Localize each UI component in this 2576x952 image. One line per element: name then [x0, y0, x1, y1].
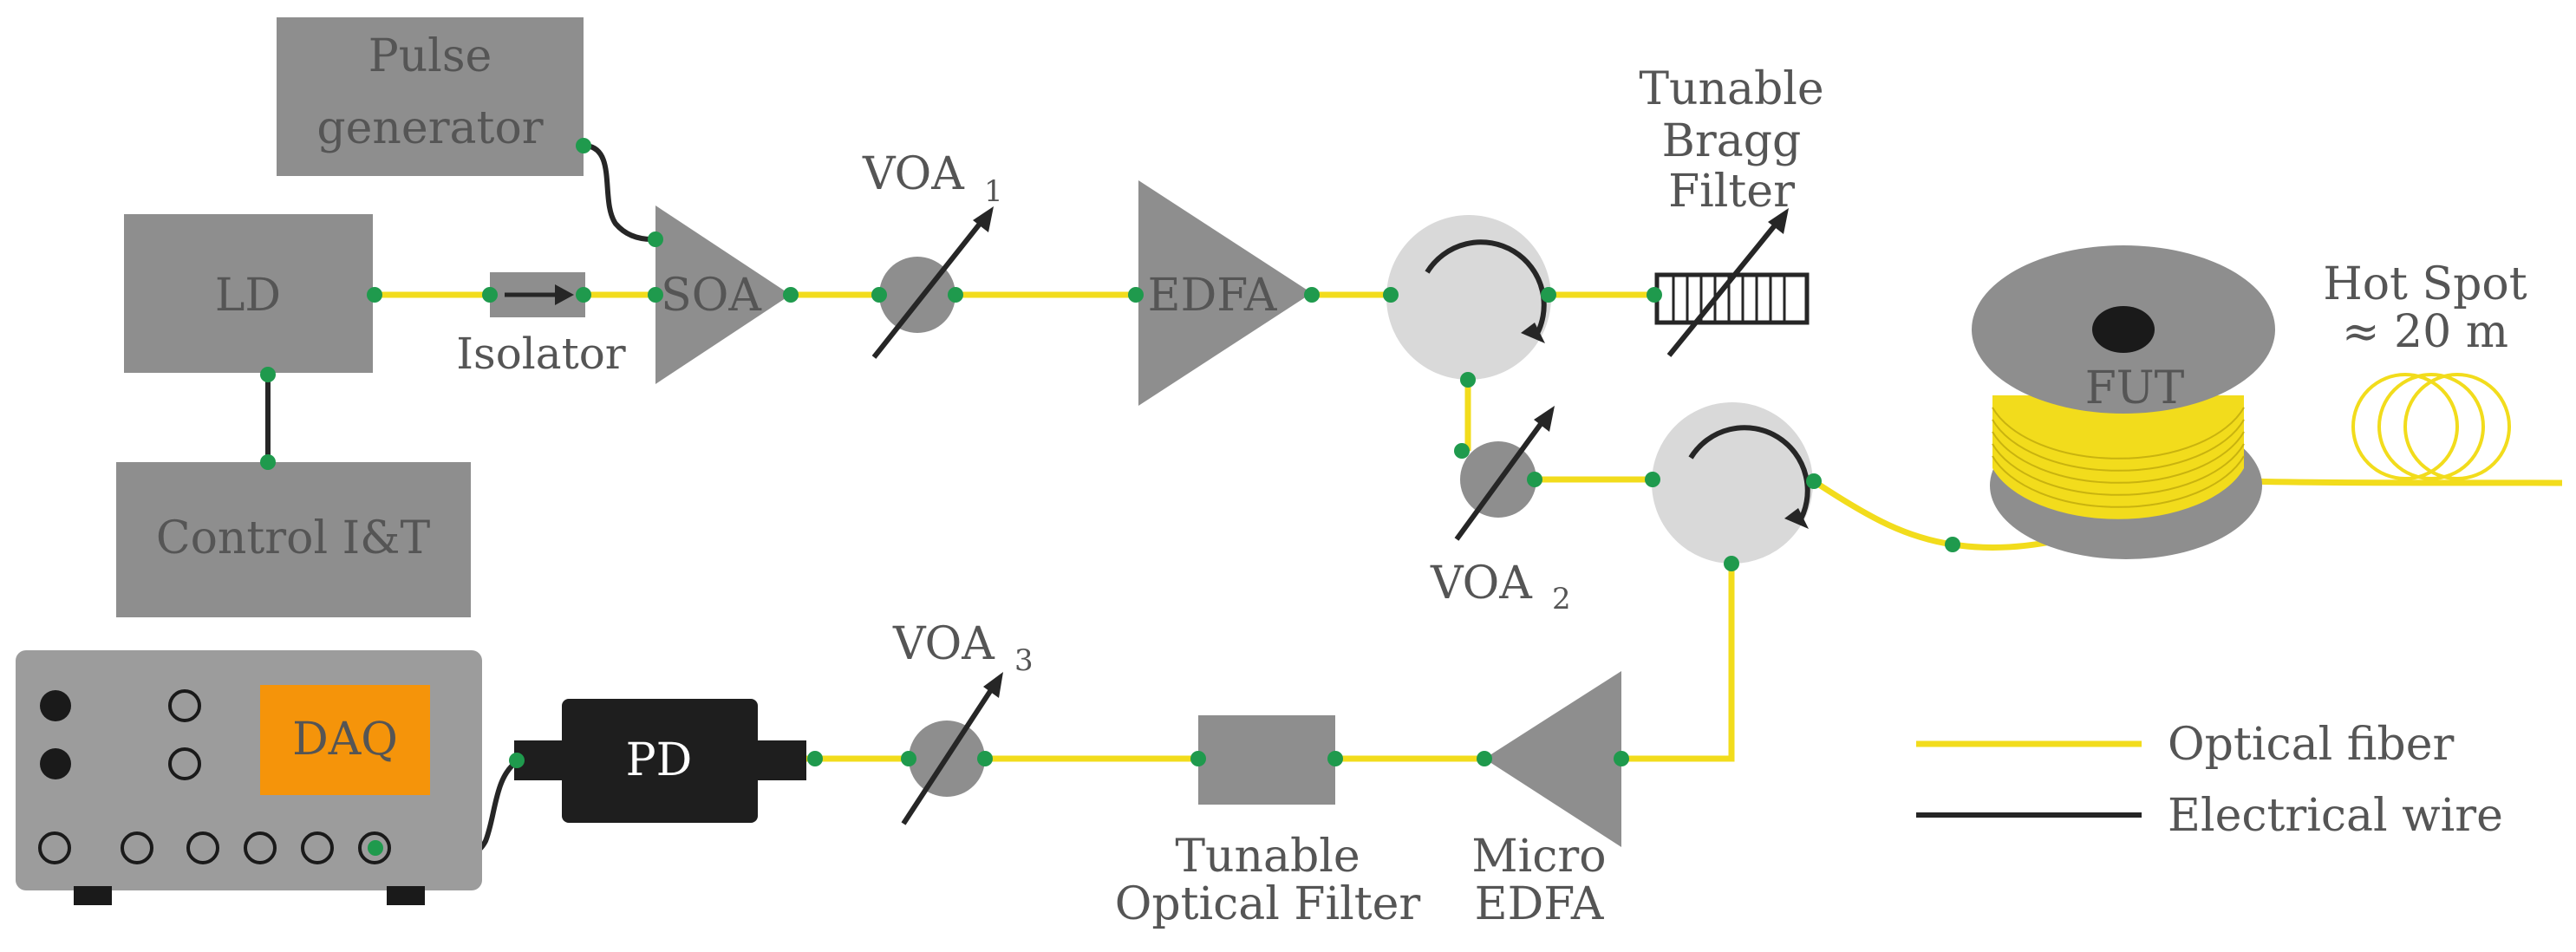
port-icon: [301, 831, 334, 864]
soa-label: SOA: [661, 270, 762, 322]
voa1-subscript: 1: [984, 174, 1003, 209]
edfa-label: EDFA: [1148, 270, 1278, 322]
micro-edfa-amplifier: Micro EDFA: [1471, 671, 1621, 930]
daq-instrument: DAQ: [16, 650, 482, 905]
hotspot-label-1: Hot Spot: [2323, 258, 2527, 310]
tof-label-2: Optical Filter: [1115, 878, 1421, 930]
isolator: Isolator: [456, 272, 626, 379]
port-icon: [186, 831, 219, 864]
voa2-label: VOA: [1430, 558, 1533, 610]
legend-electrical-label: Electrical wire: [2168, 790, 2503, 842]
fut-label: FUT: [2085, 362, 2185, 414]
voa3-subscript: 3: [1014, 643, 1034, 678]
pulse-generator-label-1: Pulse: [368, 30, 492, 82]
voa-3: VOA 3: [892, 618, 1034, 825]
knob-icon: [40, 690, 71, 721]
pulse-generator: Pulse generator: [277, 17, 584, 176]
isolator-label: Isolator: [456, 329, 626, 379]
knob-icon: [40, 748, 71, 779]
bragg-label-1: Tunable: [1639, 63, 1823, 115]
hotspot-label-2: ≈ 20 m: [2342, 306, 2508, 358]
port-icon: [168, 747, 201, 780]
legend: Optical fiber Electrical wire: [1916, 719, 2503, 842]
connector-dots: [260, 138, 1960, 856]
voa1-label: VOA: [862, 148, 965, 200]
photodetector: PD: [514, 699, 806, 823]
voa3-label: VOA: [892, 618, 995, 670]
tof-label-1: Tunable: [1175, 831, 1360, 883]
ld-label: LD: [215, 270, 281, 322]
pd-label: PD: [626, 734, 693, 786]
hot-spot-coil: Hot Spot ≈ 20 m: [2323, 258, 2527, 480]
control-label: Control I&T: [156, 512, 431, 564]
voa-1: VOA 1: [862, 148, 1003, 359]
legend-optical-label: Optical fiber: [2168, 719, 2454, 771]
bragg-label-2: Bragg: [1662, 115, 1802, 167]
laser-diode: LD: [124, 214, 373, 373]
port-icon: [244, 831, 277, 864]
micro-edfa-label-2: EDFA: [1475, 878, 1605, 930]
pulse-generator-label-2: generator: [316, 102, 543, 154]
tunable-bragg-filter: Tunable Bragg Filter: [1639, 63, 1824, 357]
voa-2: VOA 2: [1430, 406, 1571, 616]
soa-amplifier: SOA: [655, 205, 791, 384]
tunable-optical-filter: Tunable Optical Filter: [1115, 715, 1421, 930]
daq-label: DAQ: [292, 714, 398, 766]
port-icon: [168, 689, 201, 722]
port-icon: [38, 831, 71, 864]
circulator-1: [1386, 215, 1551, 380]
voa2-subscript: 2: [1552, 582, 1571, 616]
micro-edfa-label-1: Micro: [1471, 831, 1606, 883]
edfa-amplifier: EDFA: [1138, 180, 1312, 406]
port-icon: [121, 831, 153, 864]
control-unit: Control I&T: [116, 462, 471, 617]
bragg-label-3: Filter: [1668, 166, 1795, 218]
circulator-2: [1652, 402, 1813, 564]
fut-fiber-spool: FUT: [1972, 245, 2275, 559]
port-icon: [358, 831, 391, 864]
